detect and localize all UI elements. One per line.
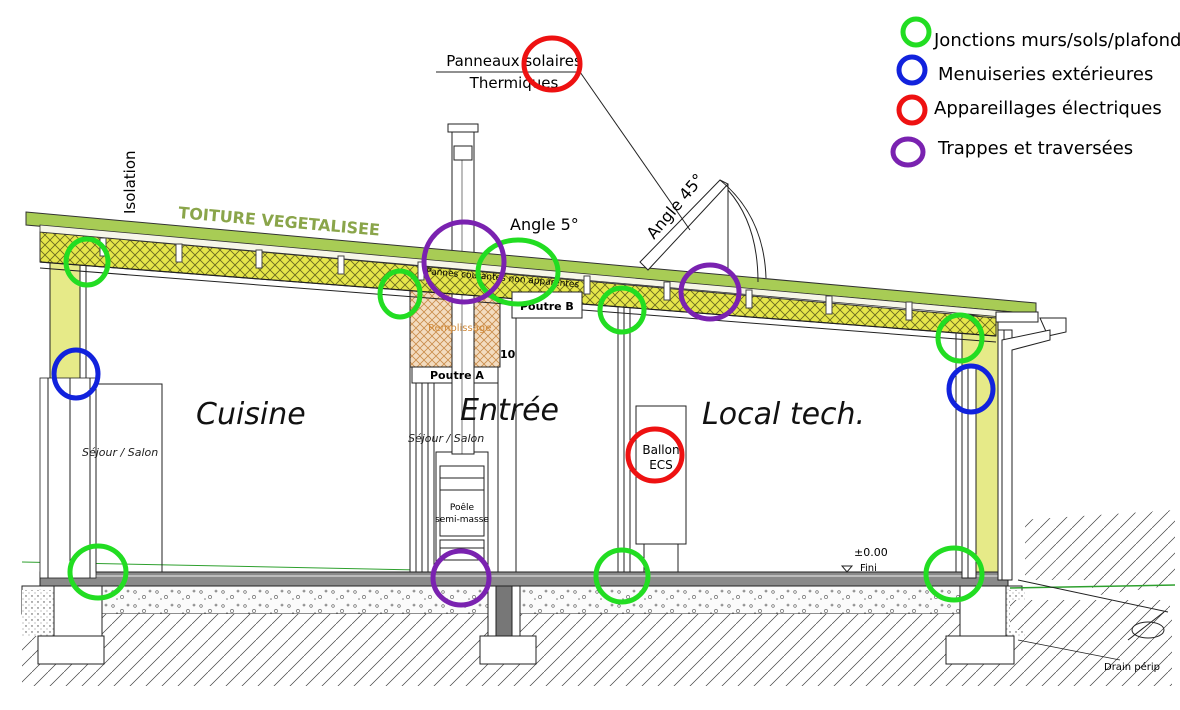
legend-junction-label: Jonctions murs/sols/plafonds bbox=[933, 30, 1180, 51]
junction-marker bbox=[475, 237, 561, 307]
legend-opening-label: Trappes et traversées bbox=[937, 138, 1133, 159]
drain-label: Drain périp bbox=[1104, 661, 1160, 673]
room-cuisine: Cuisine bbox=[196, 397, 306, 432]
junction-marker bbox=[923, 545, 985, 603]
poele-line2: semi-masse bbox=[435, 515, 489, 525]
junction-marker bbox=[935, 312, 985, 364]
opening-marker bbox=[421, 219, 507, 305]
room-names: Cuisine Entrée Local tech. bbox=[196, 393, 865, 432]
room-local-tech: Local tech. bbox=[702, 397, 865, 432]
foundation bbox=[21, 510, 1176, 686]
junction-marker bbox=[377, 268, 423, 320]
poele-line1: Poêle bbox=[450, 502, 475, 513]
legend-opening-swatch bbox=[890, 136, 926, 168]
sejour-mid-label: Séjour / Salon bbox=[408, 432, 484, 445]
legend-window-label: Menuiseries extérieures bbox=[938, 64, 1153, 85]
ballon-line2: ECS bbox=[649, 458, 673, 472]
isolation-label: Isolation bbox=[121, 150, 139, 214]
window-marker bbox=[946, 363, 996, 415]
legend: Jonctions murs/sols/plafonds Menuiseries… bbox=[890, 16, 1180, 168]
junction-marker bbox=[63, 236, 111, 288]
opening-marker bbox=[430, 548, 492, 608]
room-entree: Entrée bbox=[460, 393, 559, 428]
remplissage-label: Remplissage bbox=[428, 323, 491, 334]
legend-electrical-label: Appareillages électriques bbox=[934, 98, 1162, 119]
level-line2: Fini bbox=[860, 563, 877, 574]
junction-marker bbox=[593, 547, 651, 605]
electrical-marker bbox=[625, 426, 685, 484]
dimension-10: 10 bbox=[500, 348, 516, 361]
legend-junction-swatch bbox=[900, 16, 932, 48]
window-marker bbox=[51, 347, 101, 401]
solar-panel bbox=[436, 71, 767, 283]
opening-marker bbox=[678, 262, 742, 322]
level-line1: ±0.00 bbox=[854, 546, 888, 559]
solar-label-line1: Panneaux solaires bbox=[446, 52, 582, 70]
angle5-label: Angle 5° bbox=[510, 215, 579, 234]
electrical-marker bbox=[521, 35, 583, 93]
legend-window-swatch bbox=[896, 54, 928, 86]
junction-marker bbox=[597, 285, 647, 335]
junction-marker bbox=[67, 543, 129, 601]
ballon-line1: Ballon bbox=[642, 443, 679, 457]
sejour-left-label: Séjour / Salon bbox=[82, 446, 158, 459]
roof bbox=[25, 211, 1067, 581]
legend-electrical-swatch bbox=[896, 94, 928, 126]
poutre-a-label: Poutre A bbox=[430, 369, 484, 382]
annotation-circles bbox=[51, 35, 996, 608]
